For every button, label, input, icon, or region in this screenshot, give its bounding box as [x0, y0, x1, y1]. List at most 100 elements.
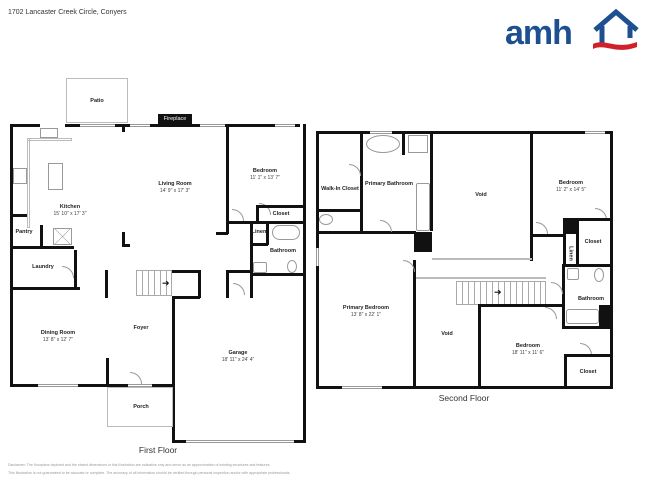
wall [563, 264, 613, 267]
wall [294, 440, 306, 443]
disclaimer-line-1: Disclaimer: The floorplans depicted and … [8, 463, 271, 467]
disclaimer-line-2: This illustration is not guaranteed to b… [8, 471, 291, 475]
room-label-closet-lower: Closet [579, 369, 597, 375]
wall [172, 296, 175, 442]
wall [65, 124, 80, 127]
sink-icon [567, 268, 579, 280]
porch-outline [107, 387, 173, 427]
room-label-foyer: Foyer [133, 325, 149, 331]
room-label-bathroom-first-floor: Bathroom [270, 248, 296, 254]
window [200, 124, 225, 127]
wall [250, 273, 306, 276]
wall [316, 209, 362, 212]
room-label-closet-first-floor: Closet [272, 211, 290, 217]
wall [360, 131, 363, 231]
wall [564, 354, 567, 388]
wall [250, 270, 253, 298]
shower-icon [408, 135, 428, 153]
wall [530, 131, 533, 261]
wall [105, 270, 108, 298]
wall [382, 386, 613, 389]
wall [10, 287, 80, 290]
room-label-void-lower: Void [441, 331, 453, 337]
door-icon [233, 283, 245, 295]
window [38, 384, 78, 387]
wall [10, 124, 40, 127]
wall [478, 304, 481, 388]
wall [266, 221, 269, 245]
door-icon [232, 209, 244, 221]
counter [27, 138, 30, 228]
wall [562, 326, 613, 329]
wall [10, 246, 74, 249]
room-label-porch: Porch [133, 404, 149, 410]
wall [122, 124, 125, 132]
wall [256, 205, 259, 223]
wall [10, 384, 38, 387]
wall [122, 232, 125, 246]
sliding-door [80, 124, 115, 127]
patio-outline [66, 78, 128, 123]
window [370, 131, 392, 134]
wall [10, 124, 13, 386]
garage-door [186, 440, 294, 443]
wall [402, 131, 405, 155]
bathtub-icon [366, 135, 400, 153]
stair-direction-arrow-icon: ➔ [494, 287, 502, 297]
room-label-void-upper: Void [475, 192, 487, 198]
chase [599, 305, 612, 326]
wall [150, 124, 300, 127]
house-icon [593, 8, 639, 50]
wall [226, 270, 229, 298]
void-edge [432, 258, 532, 260]
wall [78, 384, 108, 387]
window [342, 386, 382, 389]
door-icon [380, 220, 392, 232]
staircase [136, 270, 172, 296]
wall [198, 270, 201, 298]
kitchen-island [48, 163, 63, 190]
bathtub-icon [272, 225, 300, 240]
wall [74, 250, 77, 288]
wall [152, 384, 174, 387]
railing [416, 277, 546, 279]
wall [122, 244, 130, 247]
wall [226, 124, 229, 234]
wall [316, 231, 416, 234]
floor-title-first: First Floor [138, 445, 178, 455]
wall [106, 358, 109, 386]
toilet-icon [287, 260, 297, 273]
room-label-closet-upper: Closet [584, 239, 602, 245]
room-label-walk-in-closet: Walk-In Closet [321, 186, 359, 192]
stove-icon [13, 168, 27, 184]
toilet-icon [594, 268, 604, 282]
wall [226, 270, 250, 273]
wall [40, 225, 43, 247]
wall [565, 354, 613, 357]
wall [563, 218, 566, 266]
property-address: 1702 Lancaster Creek Circle, Conyers [8, 9, 127, 16]
refrigerator-icon [53, 228, 72, 245]
amh-logo: amh [505, 8, 640, 54]
wall [478, 304, 564, 307]
wall [250, 221, 253, 273]
wall [563, 218, 613, 221]
window [585, 131, 605, 134]
fireplace: Fireplace [158, 114, 192, 125]
wall [316, 131, 613, 134]
window [130, 124, 150, 127]
double-vanity-icon [416, 183, 430, 231]
toilet-icon [319, 214, 333, 225]
logo-wordmark: amh [505, 14, 573, 52]
wall [250, 243, 268, 246]
door-icon [130, 372, 142, 384]
room-label-pantry: Pantry [15, 229, 33, 235]
room-label-linen-upper: Linen [567, 246, 574, 261]
wall [562, 264, 565, 328]
wall [216, 232, 228, 235]
wall [172, 296, 200, 299]
